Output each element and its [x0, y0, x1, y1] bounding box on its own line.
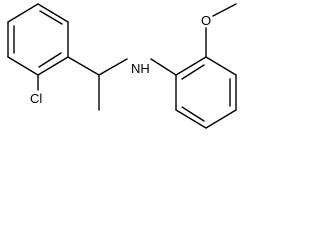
bond-ring1-double-a: [39, 10, 63, 25]
bond-ring2-d: [205, 109, 237, 129]
bond-ring1-to-ch: [67, 56, 100, 76]
chlorine-atom-label: Cl: [30, 91, 42, 106]
bond-ch-to-nitrogen: [98, 58, 128, 76]
bond-ring2-a: [175, 56, 207, 76]
chlorophenyl-ring: [7, 3, 69, 76]
molecule-structure-diagram: Cl NH O: [7, 3, 237, 129]
bond-ring1-d: [7, 56, 39, 76]
bond-ring2-b: [205, 56, 237, 76]
bond-ring1-a: [37, 3, 69, 23]
ethyl-bridge: [67, 56, 128, 111]
bond-ring2-e: [175, 109, 207, 129]
bond-nitrogen-to-ring2: [150, 58, 177, 76]
bond-ring2-double-c: [181, 106, 205, 122]
bond-oxygen-to-methyl: [212, 3, 237, 17]
amine-atom-label: NH: [131, 61, 150, 76]
bond-ring2-double-a: [181, 64, 205, 80]
bond-ring1-double-b: [38, 52, 62, 68]
bond-ring1-f: [7, 3, 39, 23]
bond-ring1-c: [37, 56, 69, 76]
oxygen-atom-label: O: [201, 13, 211, 28]
methoxyphenyl-ring: [175, 56, 237, 129]
